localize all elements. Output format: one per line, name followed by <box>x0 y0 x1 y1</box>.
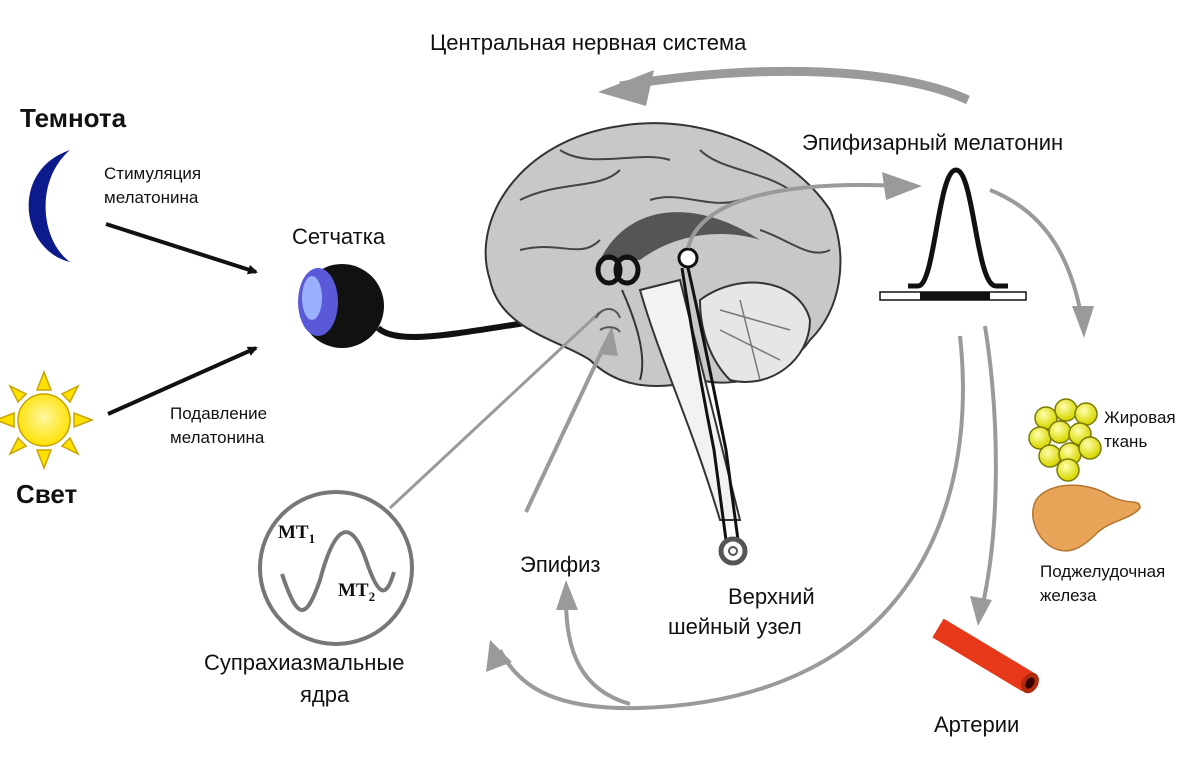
suppression-label-line1: Подавление <box>170 404 268 423</box>
scn-to-pineal-arrow <box>686 182 901 249</box>
scn-label-line2: ядра <box>300 682 350 707</box>
retina-label: Сетчатка <box>292 224 386 249</box>
sun-icon <box>0 369 95 471</box>
brain-icon <box>484 122 842 521</box>
return-arrow <box>498 335 965 711</box>
scn-node <box>595 254 641 286</box>
pancreas-label-line2: железа <box>1040 586 1097 605</box>
melatonin-peak-icon <box>879 167 1027 301</box>
mt2-label: MT2 <box>338 580 376 604</box>
artery-icon <box>932 618 1039 694</box>
light-label: Свет <box>16 479 78 509</box>
moon-icon <box>28 150 70 262</box>
eye-icon <box>298 264 384 348</box>
ganglion-node <box>718 536 748 566</box>
pineal-pointer-arrow <box>524 341 608 513</box>
fat-cells-icon <box>1028 398 1102 482</box>
stimulation-label-line1: Стимуляция <box>104 164 202 183</box>
cns-arrow <box>619 66 970 105</box>
adipose-label-line1: Жировая <box>1104 408 1176 427</box>
scn-pointer-line <box>388 310 602 510</box>
scn-label-line1: Супрахиазмальные <box>204 650 405 675</box>
sympathetic-path <box>680 267 740 541</box>
to-artery-arrow <box>980 325 998 609</box>
darkness-label: Темнота <box>20 103 127 133</box>
to-adipose-arrow <box>989 188 1084 321</box>
mt1-label: MT1 <box>278 522 316 546</box>
suppression-arrow <box>107 346 258 416</box>
pineal-label: Эпифиз <box>520 552 601 577</box>
cns-arrow-head <box>598 70 654 106</box>
cns-label: Центральная нервная система <box>430 30 747 55</box>
ganglion-label-line2: шейный узел <box>668 614 802 639</box>
receptor-circle-icon <box>258 490 414 646</box>
suppression-label-line2: мелатонина <box>170 428 265 447</box>
stimulation-label-line2: мелатонина <box>104 188 199 207</box>
ganglion-label-line1: Верхний <box>728 584 815 609</box>
pancreas-label-line1: Поджелудочная <box>1040 562 1166 581</box>
pancreas-icon <box>1032 484 1141 552</box>
adipose-label-line2: ткань <box>1104 432 1148 451</box>
arteries-label: Артерии <box>934 712 1020 737</box>
return-to-pineal-arrow <box>564 599 631 706</box>
pineal-node <box>677 247 699 269</box>
pineal-melatonin-label: Эпифизарный мелатонин <box>802 130 1064 155</box>
stimulation-arrow <box>105 222 258 275</box>
